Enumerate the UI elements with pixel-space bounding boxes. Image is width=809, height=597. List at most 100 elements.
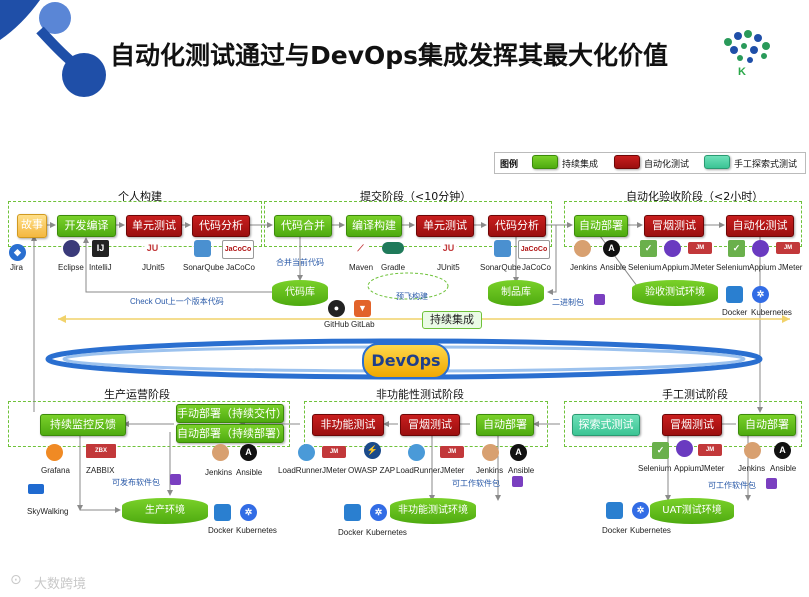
tool-label-maven: Maven <box>349 263 374 272</box>
legend-swatch-ci <box>532 155 558 169</box>
tool-label-owasp: OWASP ZAP <box>348 466 396 475</box>
tool-label-docker-4: Docker <box>602 526 628 535</box>
tool-label-k8s-4: Kubernetes <box>630 526 671 535</box>
nonfunctional-env-store[interactable]: 非功能测试环境 <box>390 498 476 524</box>
tool-label-appium-3: Appium <box>674 464 702 473</box>
package-icon <box>512 476 523 487</box>
tool-label-junit-2: JUnit5 <box>437 263 460 272</box>
kubernetes-icon: ✲ <box>752 286 769 303</box>
frame-commit <box>264 201 552 247</box>
ci-label: 持续集成 <box>422 311 482 329</box>
docker-icon <box>726 286 743 303</box>
smoke-test-box-2[interactable]: 冒烟测试 <box>400 414 460 436</box>
gradle-icon <box>382 242 404 254</box>
tool-label-skywalking: SkyWalking <box>27 507 69 516</box>
gitlab-icon: ▼ <box>354 300 371 317</box>
github-icon: ● <box>328 300 345 317</box>
auto-deploy-box-3[interactable]: 自动部署 <box>738 414 796 436</box>
package-icon <box>170 474 181 485</box>
unit-test-box-1[interactable]: 单元测试 <box>126 215 182 237</box>
artifact-repo-store[interactable]: 制品库 <box>488 280 544 306</box>
tool-label-k8s-2: Kubernetes <box>236 526 277 535</box>
tool-label-jira: Jira <box>10 263 23 272</box>
jacoco-icon: JaCoCo <box>518 240 550 259</box>
tool-label-jacoco-1: JaCoCo <box>226 263 255 272</box>
jacoco-icon: JaCoCo <box>222 240 254 259</box>
frame-personal <box>8 201 262 247</box>
jmeter-icon: JM <box>322 446 346 458</box>
build-box[interactable]: 编译构建 <box>346 215 402 237</box>
jmeter-icon: JM <box>776 242 800 254</box>
section-manual: 手工测试阶段 <box>662 388 728 401</box>
code-merge-box[interactable]: 代码合并 <box>274 215 332 237</box>
tool-label-eclipse: Eclipse <box>58 263 84 272</box>
selenium-icon: ✓ <box>652 442 669 459</box>
automation-test-box[interactable]: 自动化测试 <box>726 215 794 237</box>
monitor-feedback-box[interactable]: 持续监控反馈 <box>40 414 126 436</box>
unit-test-box-2[interactable]: 单元测试 <box>416 215 474 237</box>
devops-badge: DevOps <box>362 343 450 379</box>
page-title: 自动化测试通过与DevOps集成发挥其最大化价值 <box>110 41 669 70</box>
tool-label-loadrunner-1: LoadRunner <box>278 466 323 475</box>
package-icon <box>594 294 605 305</box>
tool-label-junit-1: JUnit5 <box>142 263 165 272</box>
selenium-icon: ✓ <box>728 240 745 257</box>
tool-label-selenium-3: Selenium <box>638 464 672 473</box>
tool-label-jmeter-2: JMeter <box>778 263 803 272</box>
uat-env-store[interactable]: UAT测试环境 <box>650 498 734 524</box>
tool-label-jenkins-1: Jenkins <box>570 263 598 272</box>
tool-label-loadrunner-2: LoadRunner <box>396 466 441 475</box>
tool-label-ansible-4: Ansible <box>770 464 797 473</box>
jmeter-icon: JM <box>698 444 722 456</box>
auto-deploy-box-1[interactable]: 自动部署 <box>574 215 628 237</box>
tool-label-docker-3: Docker <box>338 528 364 537</box>
production-env-store[interactable]: 生产环境 <box>122 498 208 524</box>
tool-label-sonar-2: SonarQube <box>480 263 521 272</box>
legend-label: 图例 <box>500 160 519 170</box>
eclipse-icon <box>63 240 80 257</box>
sonarqube-icon <box>194 240 211 257</box>
manual-deploy-box[interactable]: 手动部署（持续交付） <box>176 404 287 423</box>
auto-deploy-box-2[interactable]: 自动部署 <box>476 414 534 436</box>
code-analysis-box-2[interactable]: 代码分析 <box>488 215 546 237</box>
appium-icon <box>676 440 693 457</box>
story-card[interactable]: 故事 <box>17 214 47 238</box>
annotation-binary: 二进制包 <box>552 298 584 307</box>
corner-decoration <box>0 0 106 97</box>
smoke-test-box-1[interactable]: 冒烟测试 <box>644 215 704 237</box>
tool-label-jmeter-4: JMeter <box>440 466 465 475</box>
code-repo-store[interactable]: 代码库 <box>272 280 328 306</box>
appium-icon <box>664 240 681 257</box>
code-analysis-box-1[interactable]: 代码分析 <box>192 215 250 237</box>
jenkins-icon <box>574 240 591 257</box>
logo-letter: K <box>738 66 746 78</box>
nonfunctional-test-box[interactable]: 非功能测试 <box>312 414 384 436</box>
jmeter-icon: JM <box>440 446 464 458</box>
jenkins-icon <box>482 444 499 461</box>
tool-label-sonar-1: SonarQube <box>183 263 224 272</box>
dev-compile-box[interactable]: 开发编译 <box>57 215 116 237</box>
package-icon <box>766 478 777 489</box>
annotation-checkout: Check Out上一个版本代码 <box>130 297 224 306</box>
tool-label-appium-1: Appium <box>662 263 690 272</box>
acceptance-env-store[interactable]: 验收测试环境 <box>632 280 718 306</box>
ansible-icon: A <box>603 240 620 257</box>
tool-label-docker-1: Docker <box>722 308 748 317</box>
watermark-icon: ⊙ <box>10 572 22 588</box>
tool-label-jmeter-1: JMeter <box>690 263 715 272</box>
kubernetes-icon: ✲ <box>370 504 387 521</box>
loadrunner-icon <box>298 444 315 461</box>
legend-item-manual: 手工探索式测试 <box>734 160 798 170</box>
tool-label-gradle: Gradle <box>381 263 406 272</box>
junit-icon: JU <box>440 240 457 257</box>
tool-label-zabbix: ZABBIX <box>86 466 115 475</box>
docker-icon <box>344 504 361 521</box>
jira-icon: ◆ <box>9 244 26 261</box>
selenium-icon: ✓ <box>640 240 657 257</box>
smoke-test-box-3[interactable]: 冒烟测试 <box>662 414 722 436</box>
sonarqube-icon <box>494 240 511 257</box>
section-personal-build: 个人构建 <box>118 190 162 203</box>
auto-deploy-cd-box[interactable]: 自动部署（持续部署） <box>176 424 287 443</box>
ansible-icon: A <box>774 442 791 459</box>
exploratory-test-box[interactable]: 探索式测试 <box>572 414 640 436</box>
